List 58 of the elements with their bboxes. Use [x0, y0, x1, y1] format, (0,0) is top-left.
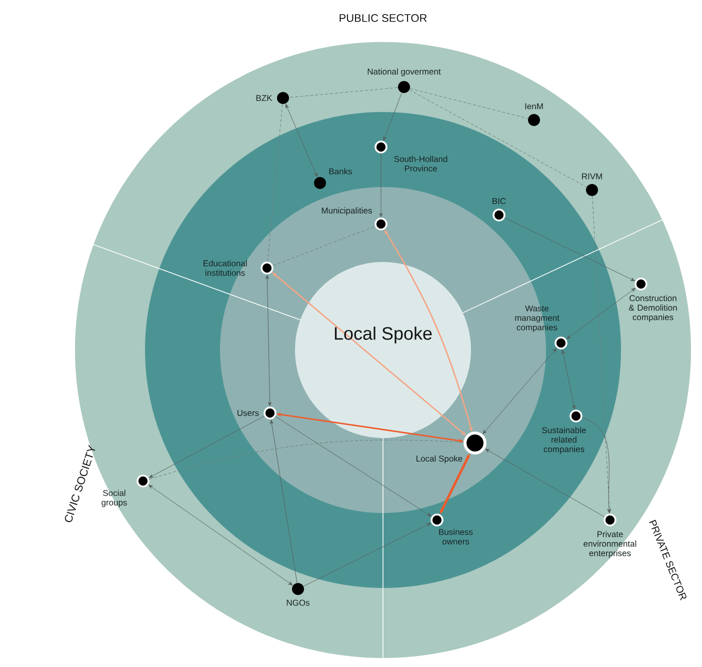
- actor-node: National goverment: [368, 68, 441, 93]
- actor-node: Municipalities: [322, 207, 388, 230]
- node-label: Construction & Demolition companies: [628, 294, 677, 322]
- actor-node: Social groups: [102, 474, 150, 508]
- node-label: Social groups: [102, 490, 127, 508]
- arrow: [482, 348, 557, 434]
- actor-node: RIVM: [582, 173, 602, 196]
- dashed-line: [410, 88, 528, 119]
- node-label: BIC: [492, 198, 506, 204]
- node-label: Local Spoke: [416, 455, 462, 464]
- arrow: [275, 416, 432, 516]
- actor-node: IenM: [525, 103, 543, 126]
- arrow: [504, 218, 635, 282]
- actor-node: Banks: [314, 168, 352, 189]
- dashed-line: [288, 87, 398, 98]
- dashed-line: [409, 90, 587, 188]
- arrow: [148, 484, 293, 586]
- arrow: [286, 104, 318, 177]
- arrow: [592, 196, 612, 514]
- node-label: BZK: [256, 95, 272, 101]
- node-label: National goverment: [368, 68, 441, 76]
- arrow: [562, 350, 576, 410]
- dashed-line: [267, 104, 283, 262]
- actor-node: BZK: [256, 92, 289, 104]
- node-label: South-Holland Province: [394, 156, 448, 172]
- arrow: [582, 417, 611, 514]
- actor-node: Sustainable related companies: [542, 410, 586, 454]
- actor-node: Waste managment companies: [515, 305, 568, 350]
- node-label: Users: [238, 410, 259, 416]
- arrow: [485, 448, 605, 518]
- node-label: Sustainable related companies: [542, 426, 586, 454]
- dashed-line: [272, 226, 376, 266]
- dashed-line: [148, 440, 464, 480]
- node-label: NGOs: [286, 600, 310, 606]
- sector-label: PUBLIC SECTOR: [340, 14, 427, 22]
- arrow: [303, 522, 431, 586]
- actor-node: Users: [238, 406, 276, 420]
- arrow: [379, 153, 383, 218]
- arrow: [383, 92, 402, 141]
- actor-node: Construction & Demolition companies: [628, 278, 677, 322]
- arrow: [270, 420, 298, 584]
- node-label: IenM: [525, 103, 543, 110]
- actor-node: BIC: [492, 198, 506, 222]
- arrow: [566, 288, 636, 340]
- actor-node: Business owners: [430, 514, 473, 544]
- center-label: Local Spoke: [334, 326, 432, 344]
- node-label: Waste managment companies: [515, 305, 560, 332]
- node-label: Banks: [329, 168, 352, 174]
- actor-node: NGOs: [286, 583, 310, 606]
- node-label: Municipalities: [322, 207, 372, 216]
- arrow: [266, 274, 272, 406]
- node-label: Business owners: [439, 528, 473, 544]
- arrow: [149, 416, 265, 478]
- node-label: RIVM: [582, 173, 602, 180]
- node-label: Private environmental enterprises: [584, 530, 636, 558]
- actor-node: Local Spoke: [416, 432, 486, 464]
- actor-node: South-Holland Province: [374, 140, 448, 172]
- actor-node: Private environmental enterprises: [584, 514, 636, 558]
